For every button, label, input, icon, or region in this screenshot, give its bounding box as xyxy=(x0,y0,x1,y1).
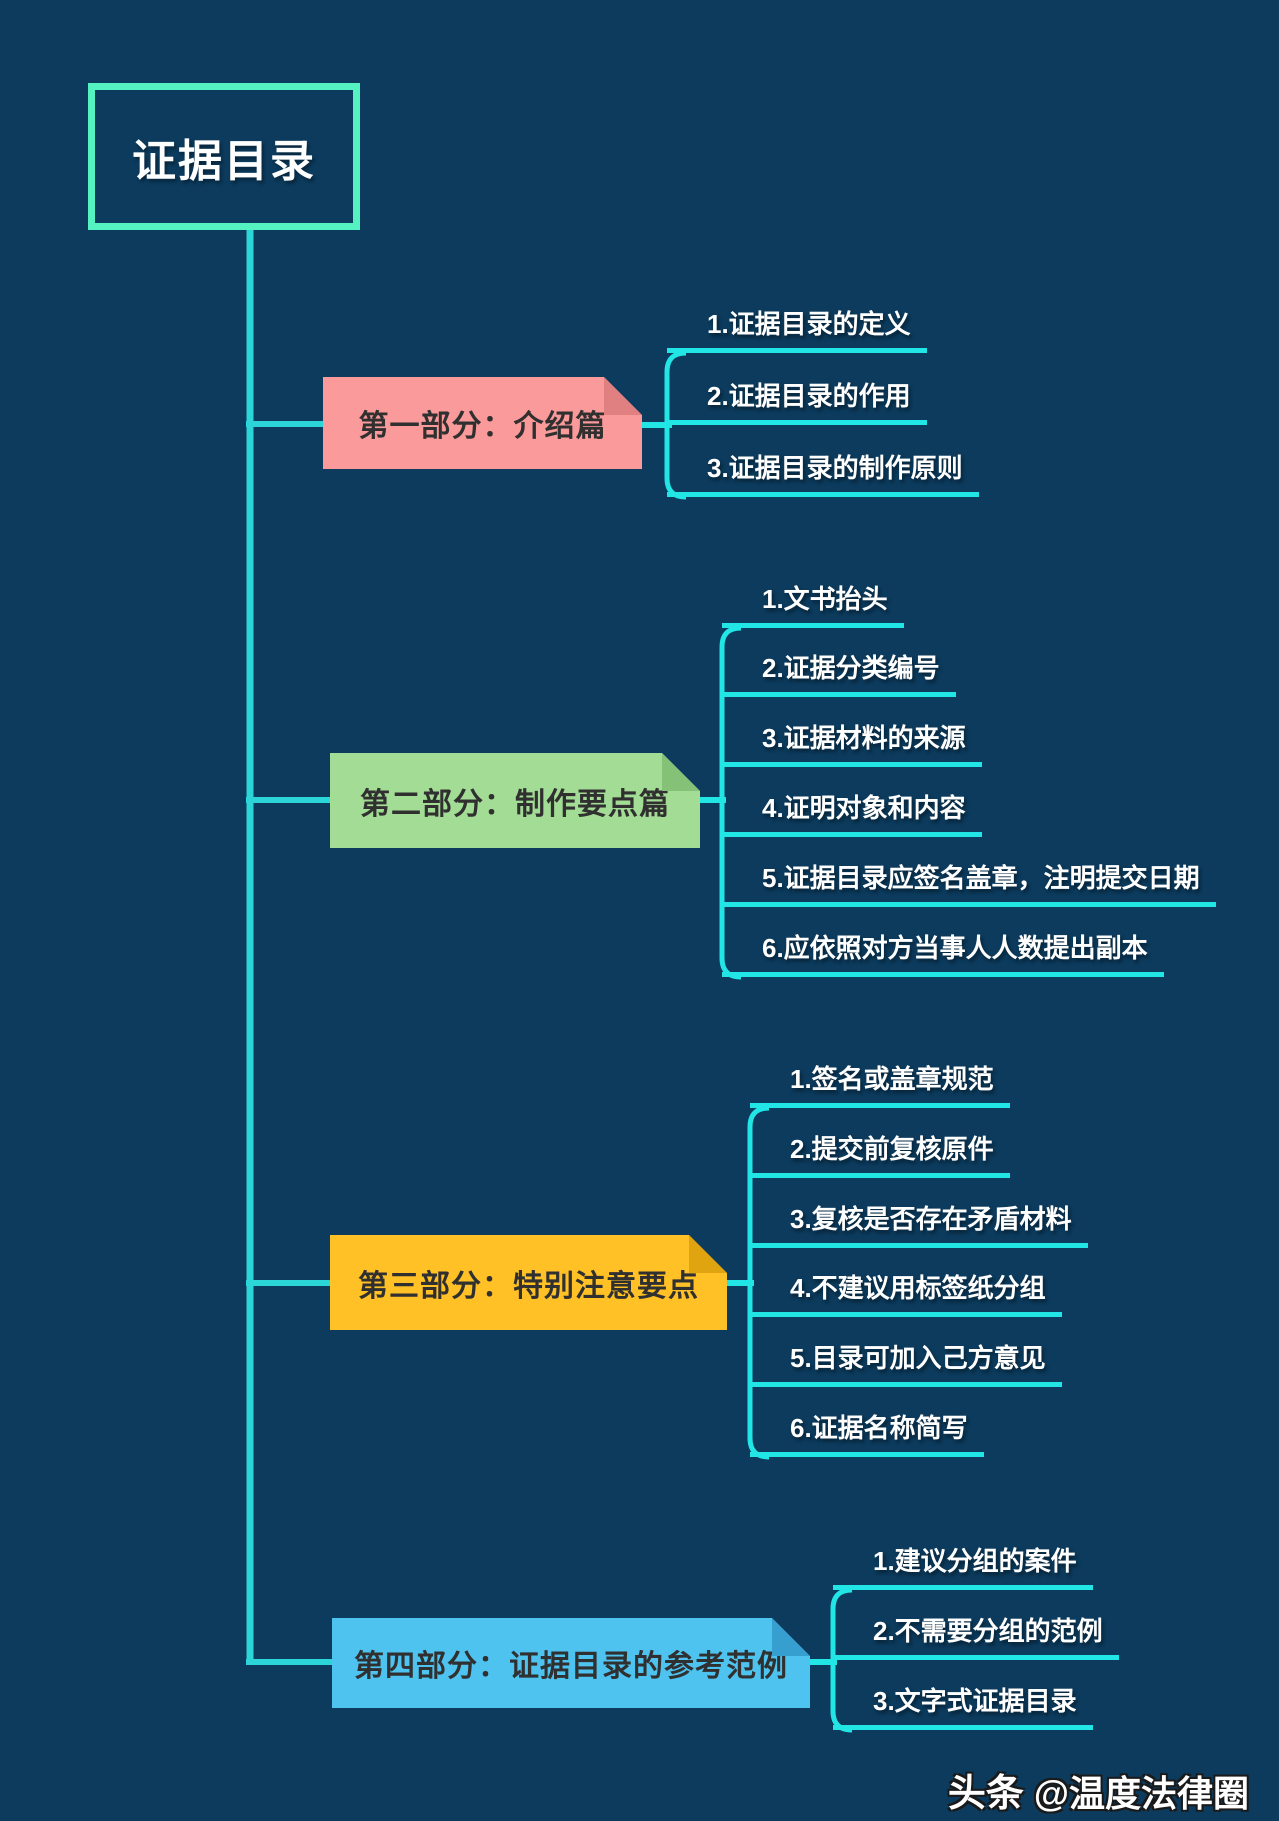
child-node[interactable]: 1.证据目录的定义 xyxy=(667,307,927,353)
child-node[interactable]: 3.证据材料的来源 xyxy=(722,721,982,767)
child-node[interactable]: 2.证据目录的作用 xyxy=(667,379,927,425)
branch-node-part2[interactable]: 第二部分：制作要点篇 xyxy=(330,753,700,848)
child-node[interactable]: 4.证明对象和内容 xyxy=(722,791,982,837)
child-node[interactable]: 6.应依照对方当事人人数提出副本 xyxy=(722,931,1164,977)
branch-node-label: 第四部分：证据目录的参考范例 xyxy=(354,1650,788,1683)
child-node[interactable]: 3.证据目录的制作原则 xyxy=(667,451,979,497)
child-node[interactable]: 5.目录可加入己方意见 xyxy=(750,1341,1062,1387)
child-node[interactable]: 1.建议分组的案件 xyxy=(833,1544,1093,1590)
child-node[interactable]: 5.证据目录应签名盖章，注明提交日期 xyxy=(722,861,1216,907)
watermark: 头条@温度法律圈 xyxy=(948,1762,1249,1817)
child-node[interactable]: 6.证据名称简写 xyxy=(750,1411,984,1457)
branch-node-label: 第三部分：特别注意要点 xyxy=(358,1269,699,1303)
child-node[interactable]: 4.不建议用标签纸分组 xyxy=(750,1271,1062,1317)
branch-node-label: 第二部分：制作要点篇 xyxy=(360,787,670,821)
branch-node-part4[interactable]: 第四部分：证据目录的参考范例 xyxy=(332,1618,810,1708)
child-node[interactable]: 2.不需要分组的范例 xyxy=(833,1614,1119,1660)
child-node[interactable]: 2.证据分类编号 xyxy=(722,651,956,697)
branch-node-part3[interactable]: 第三部分：特别注意要点 xyxy=(330,1235,727,1330)
root-node[interactable]: 证据目录 xyxy=(88,83,360,230)
watermark-brand: 头条 xyxy=(947,1773,1024,1815)
child-node[interactable]: 1.文书抬头 xyxy=(722,582,904,628)
folded-corner xyxy=(604,377,642,415)
folded-corner xyxy=(662,753,700,791)
watermark-handle: @温度法律圈 xyxy=(1033,1773,1249,1814)
folded-corner xyxy=(689,1235,727,1273)
child-node[interactable]: 3.复核是否存在矛盾材料 xyxy=(750,1202,1088,1248)
branch-node-part1[interactable]: 第一部分：介绍篇 xyxy=(323,377,642,469)
child-node[interactable]: 3.文字式证据目录 xyxy=(833,1684,1093,1730)
child-node[interactable]: 1.签名或盖章规范 xyxy=(750,1062,1010,1108)
child-node[interactable]: 2.提交前复核原件 xyxy=(750,1132,1010,1178)
folded-corner xyxy=(772,1618,810,1656)
branch-node-label: 第一部分：介绍篇 xyxy=(358,410,607,443)
